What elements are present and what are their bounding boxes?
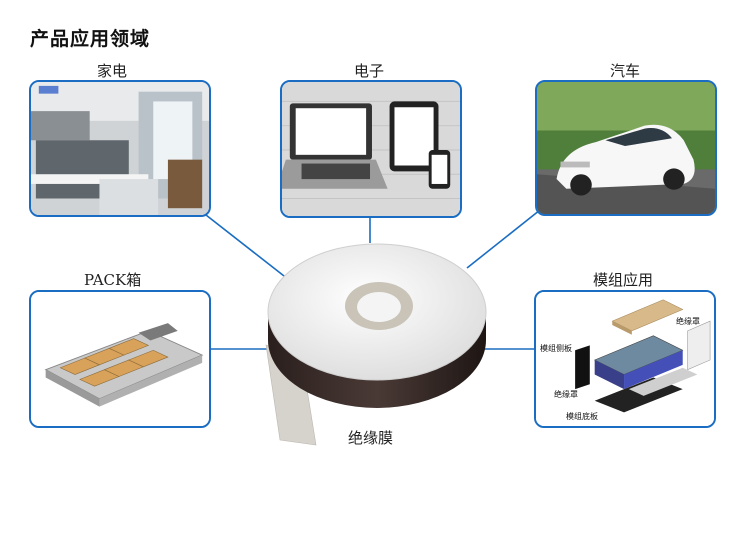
card-pack: [29, 290, 211, 428]
center-label: 绝缘膜: [348, 429, 394, 447]
card-automotive: [535, 80, 717, 216]
insulation-film-roll: [265, 243, 487, 446]
tag-side-plate: 模组侧板: [540, 344, 572, 353]
page-title: 产品应用领域: [30, 28, 151, 50]
connector-appliance: [205, 214, 294, 284]
roll-side: [268, 312, 486, 408]
kitchen-image: [31, 82, 209, 215]
label-pack: PACK箱: [84, 271, 142, 289]
label-appliance: 家电: [97, 62, 128, 80]
label-automotive: 汽车: [610, 62, 641, 80]
module-exploded-image: [536, 292, 714, 426]
car-image: [537, 82, 715, 214]
card-appliance: [29, 80, 211, 217]
label-module: 模组应用: [593, 271, 654, 289]
battery-pack-image: [31, 292, 209, 426]
connector-automotive: [466, 209, 541, 269]
tag-cover-lower: 绝缘罩: [554, 390, 578, 399]
label-electronics: 电子: [354, 62, 385, 80]
card-electronics: [280, 80, 462, 218]
devices-image: [282, 82, 460, 216]
tag-cover: 绝缘罩: [676, 317, 700, 326]
roll-core-hole: [357, 292, 401, 322]
card-module: 绝缘罩 模组侧板 绝缘罩 模组底板: [534, 290, 716, 428]
tag-bottom-plate: 模组底板: [566, 412, 598, 421]
